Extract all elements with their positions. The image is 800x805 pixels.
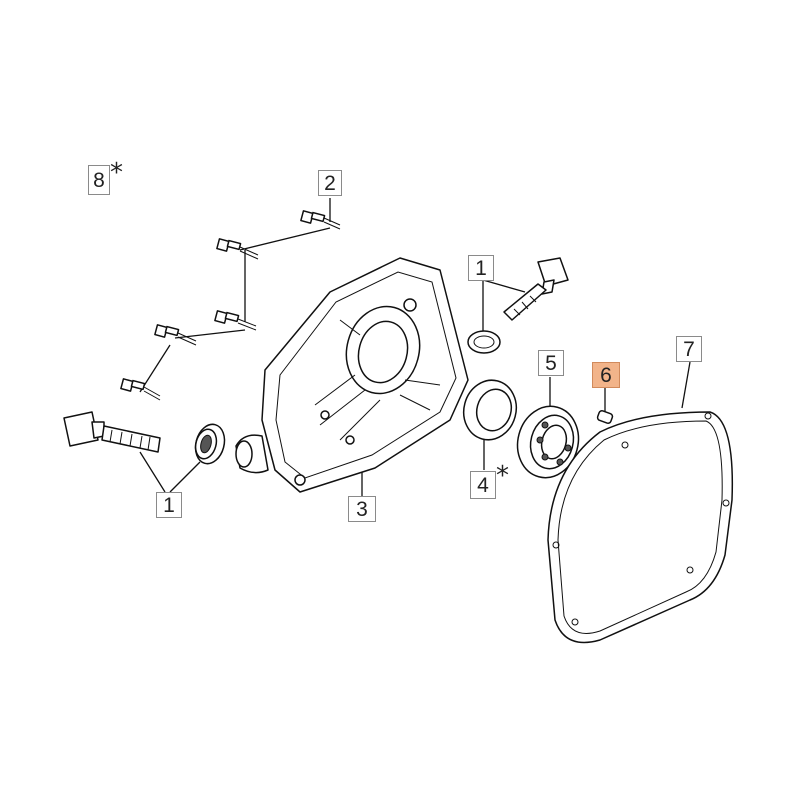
bolt-part-2-d <box>154 324 197 346</box>
callout-4[interactable]: 4 <box>470 471 496 499</box>
dipstick-left <box>63 411 161 453</box>
bolt-part-2-c <box>214 310 257 331</box>
callout-7[interactable]: 7 <box>676 336 702 362</box>
bolt-part-2-e <box>120 378 161 401</box>
callout-8[interactable]: 8 <box>88 165 110 195</box>
oil-seal-right <box>467 330 501 354</box>
callout-5[interactable]: 5 <box>538 350 564 376</box>
bearing-part-5 <box>516 405 580 479</box>
crankcase-cover <box>235 257 469 493</box>
oil-seal-part-4 <box>462 379 518 441</box>
star-mark-4: * <box>496 461 509 491</box>
callout-6[interactable]: 6 <box>592 362 620 388</box>
callout-1-right[interactable]: 1 <box>468 255 494 281</box>
oil-seal-left <box>194 423 226 465</box>
star-mark-8: * <box>110 158 123 188</box>
dipstick-right <box>503 257 569 321</box>
callout-3[interactable]: 3 <box>348 496 376 522</box>
bolt-part-2-top <box>300 210 341 230</box>
gasket-part-7 <box>547 411 734 644</box>
callout-2[interactable]: 2 <box>318 170 342 196</box>
callout-1-left[interactable]: 1 <box>156 492 182 518</box>
bolt-part-2-b <box>216 238 259 260</box>
